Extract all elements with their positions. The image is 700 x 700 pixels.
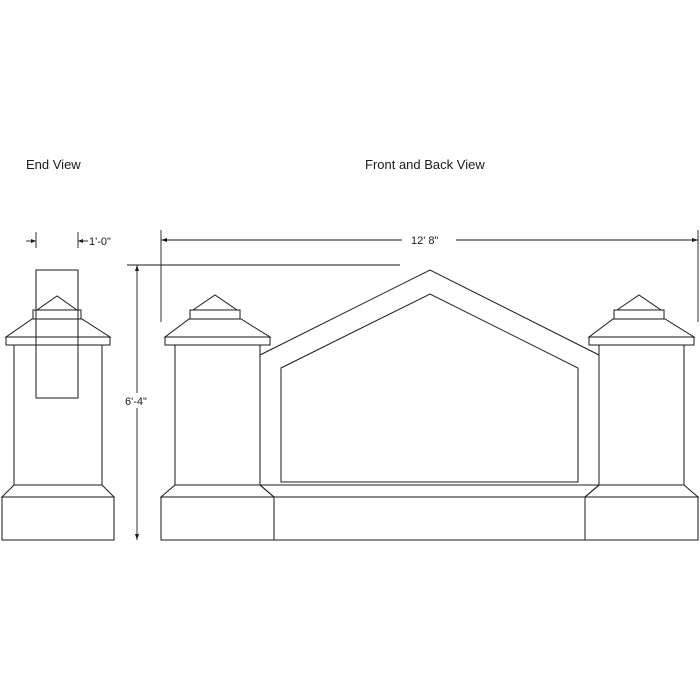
front-view-title: Front and Back View [365, 157, 485, 172]
end-view: 1'-0" [0, 232, 116, 541]
end-base-slope [0, 484, 116, 498]
left-cap-top [191, 294, 239, 311]
left-cornice [163, 318, 272, 338]
front-view: 12' 8" 6'-4" [125, 230, 700, 541]
panel-base-slope [258, 484, 601, 498]
depth-dimension: 1'-0" [26, 232, 111, 248]
end-cornice-band [5, 336, 111, 346]
height-dimension: 6'-4" [125, 264, 400, 540]
width-dimension: 12' 8" [160, 230, 699, 322]
right-pier [583, 294, 700, 541]
left-cap-band [189, 309, 241, 320]
left-pier [159, 294, 276, 541]
right-cornice-band [588, 336, 695, 346]
depth-dimension-label: 1'-0" [89, 236, 111, 248]
right-cap-top [615, 294, 663, 311]
right-base-slope [583, 484, 700, 498]
end-cap-band [32, 309, 82, 320]
right-cornice [587, 318, 696, 338]
width-dimension-label: 12' 8" [411, 235, 439, 247]
right-cap-band [613, 309, 665, 320]
left-base [160, 496, 275, 541]
right-base [584, 496, 699, 541]
end-cornice [4, 318, 112, 338]
panel-inner-frame [280, 293, 579, 483]
left-cornice-band [164, 336, 271, 346]
center-panel [258, 269, 601, 541]
end-cap-outline [35, 269, 79, 399]
end-view-title: End View [26, 157, 81, 172]
left-base-slope [159, 484, 276, 498]
panel-base [273, 496, 586, 541]
height-dimension-label: 6'-4" [125, 396, 147, 408]
end-base [1, 496, 115, 541]
end-cap-top [35, 295, 79, 311]
panel-outer-gable [259, 269, 600, 356]
